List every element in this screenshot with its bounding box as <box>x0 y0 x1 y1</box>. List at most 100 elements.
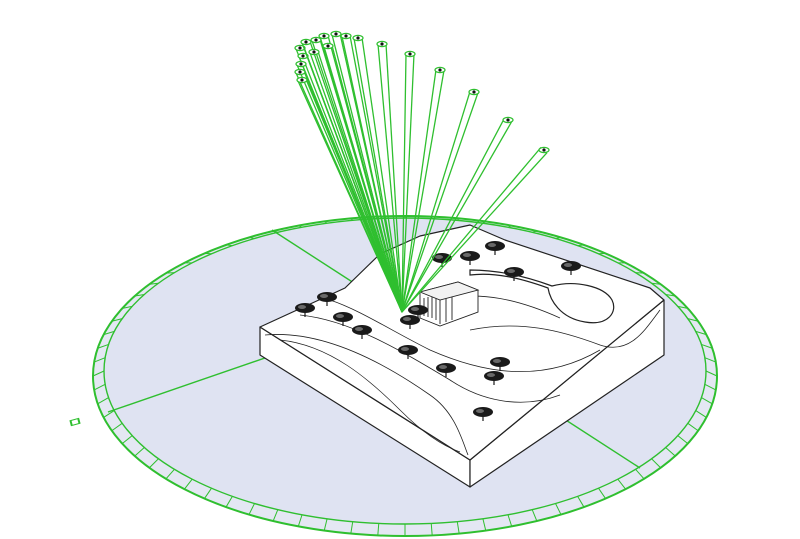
terrain-contour <box>264 334 469 456</box>
tree-icon <box>333 312 353 326</box>
ring-tick <box>93 383 106 391</box>
sun-ray <box>401 146 550 313</box>
ring-tick <box>92 370 105 377</box>
ring-tick <box>687 422 699 432</box>
ring-tick <box>377 523 380 536</box>
sun-ray <box>296 76 403 313</box>
terrain-contour <box>279 339 461 453</box>
ring-tick <box>456 521 460 534</box>
ring-tick <box>482 518 487 531</box>
ring-tick <box>111 318 123 322</box>
ring-tick <box>651 458 661 469</box>
ring-tick <box>149 458 159 469</box>
ring-tick <box>704 357 716 363</box>
ring-tick <box>103 410 115 418</box>
sun-ray <box>376 40 403 313</box>
tree-icon <box>317 292 337 306</box>
terrain-contour <box>469 309 661 348</box>
ring-tick <box>705 370 718 377</box>
ring-tick <box>456 218 460 221</box>
tree-icon <box>352 325 372 339</box>
ring-tick <box>225 496 233 508</box>
ring-tick <box>350 218 354 221</box>
ring-tick <box>577 496 585 508</box>
ring-tick <box>122 305 133 309</box>
ring-tick <box>635 469 645 480</box>
ring-tick <box>350 521 354 534</box>
ring-tick <box>701 343 713 349</box>
sun-ray <box>308 48 403 313</box>
ring-tick <box>677 305 688 309</box>
ring-tick <box>134 447 145 457</box>
ring-tick <box>323 518 328 531</box>
building <box>418 281 480 327</box>
ring-tick <box>555 503 562 515</box>
tree-icon <box>295 303 315 317</box>
ring-tick <box>677 435 689 445</box>
ring-tick <box>323 221 328 224</box>
sun-rays-layer <box>294 30 550 313</box>
ring-tick <box>555 236 562 239</box>
tree-icon <box>398 345 418 359</box>
ring-tick <box>617 478 627 490</box>
tree-icon <box>490 357 510 371</box>
terrain-contour <box>329 299 601 373</box>
sun-ray <box>322 42 403 313</box>
tree-icon <box>504 267 524 281</box>
ring-tick <box>704 383 717 391</box>
ring-tick <box>531 509 538 522</box>
ring-tick <box>165 272 175 274</box>
pool-outline <box>469 269 615 324</box>
ring-tick <box>532 230 537 233</box>
ring-tick <box>103 330 115 336</box>
ring-tick <box>272 509 279 522</box>
terrain-contour <box>299 314 561 403</box>
ring-tick <box>665 294 676 297</box>
ring-tick <box>298 225 303 228</box>
ring-tick <box>430 523 433 536</box>
tree-icon <box>473 407 493 421</box>
ring-tick <box>695 330 707 336</box>
ring-tick <box>577 244 585 247</box>
ring-tick <box>225 244 233 247</box>
ring-tick <box>635 272 645 274</box>
tree-icon <box>485 241 505 255</box>
ring-tick <box>651 282 661 285</box>
tree-icon <box>400 315 420 329</box>
ring-tick <box>134 294 145 297</box>
ring-tick <box>248 503 255 515</box>
ring-tick <box>248 236 255 239</box>
tree-icon <box>561 261 581 275</box>
trees-layer <box>295 241 581 421</box>
ring-tick <box>507 514 513 527</box>
pool <box>469 269 615 324</box>
ring-tick <box>507 225 512 228</box>
tree-icon <box>484 371 504 385</box>
building-roof <box>418 281 480 301</box>
tree-icon <box>408 305 428 319</box>
ring-tick <box>183 478 193 490</box>
tree-icon <box>436 363 456 377</box>
disc-ring-ticks <box>92 216 718 536</box>
ring-tick <box>665 447 676 457</box>
sun-ray <box>401 50 416 313</box>
sun-ray <box>401 66 446 313</box>
sun-ray <box>401 88 480 313</box>
tree-icon <box>460 251 480 265</box>
ring-tick <box>149 282 159 285</box>
ring-tick <box>121 435 133 445</box>
ring-tick <box>94 357 106 363</box>
ring-tick <box>165 469 175 480</box>
ring-tick <box>687 318 699 322</box>
ring-tick <box>701 397 713 405</box>
ring-tick <box>97 343 109 349</box>
ring-tick <box>695 410 707 418</box>
sun-ray <box>401 116 514 313</box>
ring-tick <box>97 397 109 405</box>
ring-tick <box>204 487 212 499</box>
ring-tick <box>598 487 606 499</box>
sun-ray <box>352 34 403 313</box>
camera-marker-icon <box>69 417 81 427</box>
